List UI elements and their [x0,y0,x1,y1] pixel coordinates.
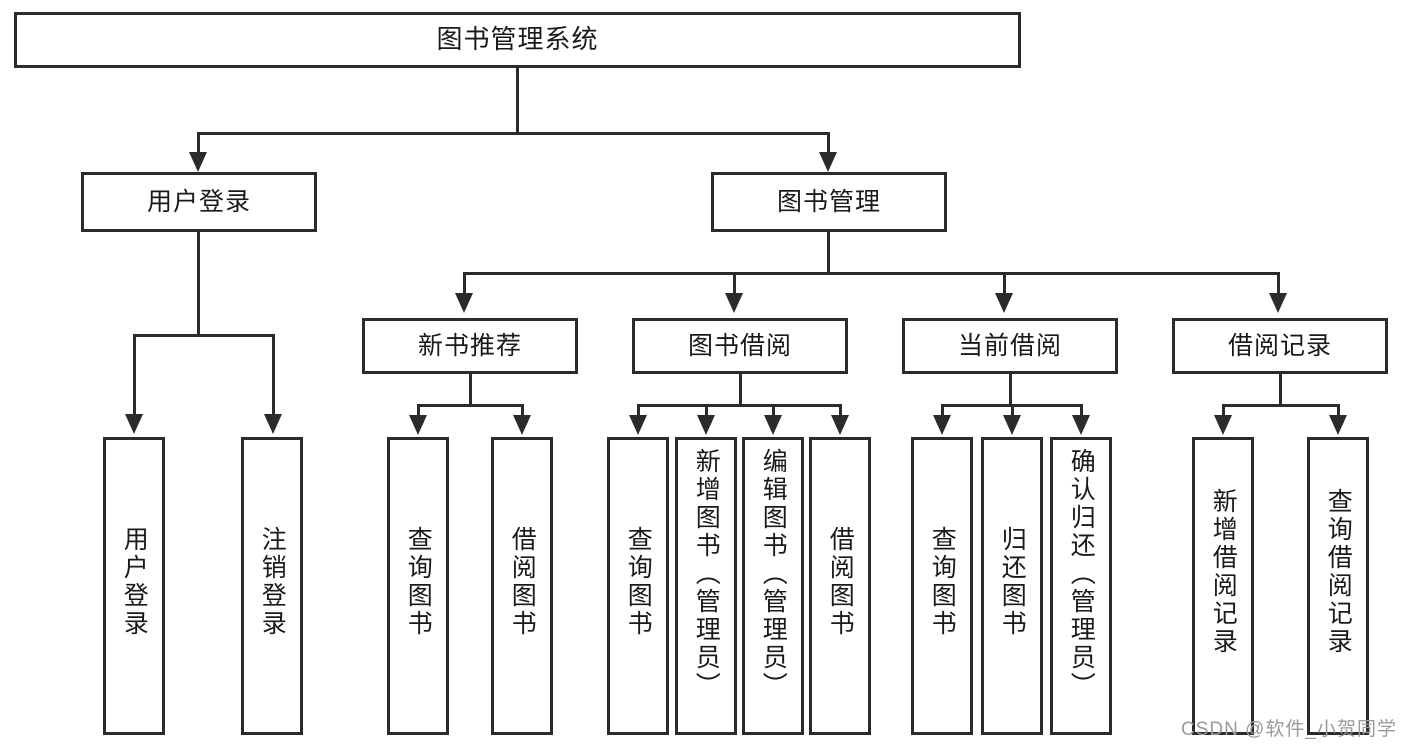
node-label: 借阅记录 [1227,331,1332,360]
leaf-query-book-recommend[interactable]: 查询图书 [387,437,449,735]
arrowhead-recommend-1 [409,415,427,435]
connector-book-mgmt-stem [827,232,830,274]
leaf-label: 借阅图书 [508,526,537,638]
connector-root-stem [516,68,519,134]
leaf-add-borrow-record[interactable]: 新增借阅记录 [1192,437,1254,735]
leaf-label: 查询借阅记录 [1324,488,1353,656]
node-label: 当前借阅 [957,331,1062,360]
arrowhead-level3-3 [995,293,1013,313]
node-current-borrow[interactable]: 当前借阅 [902,318,1118,374]
leaf-label: 查询图书 [624,526,653,638]
connector-borrow-stem [739,374,742,406]
connector-level3-drop-3 [1003,272,1006,296]
connector-level2-drop-1 [197,132,200,156]
node-new-book-recommend[interactable]: 新书推荐 [362,318,578,374]
leaf-label: 借阅图书 [826,526,855,638]
arrowhead-level3-2 [725,293,743,313]
connector-level3-bus [463,272,1280,275]
node-root-system[interactable]: 图书管理系统 [14,12,1021,68]
leaf-label: 归还图书 [998,526,1027,638]
connector-level2-bus [197,132,829,135]
connector-current-drop-1 [941,404,944,418]
node-borrow-record[interactable]: 借阅记录 [1172,318,1388,374]
connector-level3-drop-4 [1277,272,1280,296]
connector-user-login-drop-2 [272,334,275,416]
arrowhead-current-1 [933,415,951,435]
connector-borrow-drop-1 [637,404,640,418]
connector-borrow-drop-3 [772,404,775,418]
leaf-user-login[interactable]: 用户登录 [103,437,165,735]
leaf-add-book-admin[interactable]: 新增图书（管理员） [675,437,737,735]
connector-recommend-bus [417,404,523,407]
arrowhead-record-1 [1214,415,1232,435]
connector-user-login-drop-1 [133,334,136,416]
connector-current-drop-2 [1011,404,1014,418]
node-book-borrow[interactable]: 图书借阅 [632,318,848,374]
leaf-return-book[interactable]: 归还图书 [981,437,1043,735]
leaf-logout[interactable]: 注销登录 [241,437,303,735]
leaf-borrow-book-recommend[interactable]: 借阅图书 [491,437,553,735]
connector-borrow-drop-2 [705,404,708,418]
leaf-label: 新增借阅记录 [1209,488,1238,656]
connector-level2-drop-2 [827,132,830,156]
connector-borrow-drop-4 [839,404,842,418]
connector-level3-drop-2 [733,272,736,296]
connector-level3-drop-1 [463,272,466,296]
connector-record-drop-2 [1337,404,1340,418]
connector-recommend-drop-1 [417,404,420,418]
node-label: 图书管理系统 [436,24,599,55]
arrowhead-borrow-4 [831,415,849,435]
leaf-label: 确认归还（管理员） [1067,448,1096,700]
arrowhead-borrow-2 [697,415,715,435]
arrowhead-recommend-2 [513,415,531,435]
arrowhead-level3-4 [1269,293,1287,313]
leaf-query-borrow-record[interactable]: 查询借阅记录 [1307,437,1369,735]
arrowhead-level2-1 [189,152,207,172]
leaf-label: 新增图书（管理员） [692,448,721,700]
leaf-label: 查询图书 [404,526,433,638]
connector-record-bus [1222,404,1339,407]
arrowhead-record-2 [1329,415,1347,435]
connector-user-login-stem [197,232,200,336]
connector-recommend-stem [469,374,472,406]
connector-record-drop-1 [1222,404,1225,418]
arrowhead-current-3 [1072,415,1090,435]
arrowhead-borrow-3 [764,415,782,435]
connector-record-stem [1279,374,1282,406]
connector-current-stem [1009,374,1012,406]
connector-recommend-drop-2 [521,404,524,418]
leaf-label: 用户登录 [120,526,149,638]
leaf-confirm-return-admin[interactable]: 确认归还（管理员） [1050,437,1112,735]
arrowhead-user-login-2 [264,414,282,434]
node-label: 图书借阅 [687,331,792,360]
connector-current-drop-3 [1080,404,1083,418]
node-book-management[interactable]: 图书管理 [711,172,947,232]
leaf-label: 查询图书 [928,526,957,638]
arrowhead-level2-2 [819,152,837,172]
node-label: 用户登录 [146,187,251,216]
leaf-query-book-borrow[interactable]: 查询图书 [607,437,669,735]
leaf-label: 编辑图书（管理员） [759,448,788,700]
leaf-edit-book-admin[interactable]: 编辑图书（管理员） [742,437,804,735]
leaf-label: 注销登录 [258,526,287,638]
connector-user-login-bus [133,334,275,337]
leaf-borrow-book[interactable]: 借阅图书 [809,437,871,735]
connector-borrow-bus [637,404,842,407]
arrowhead-level3-1 [455,293,473,313]
arrowhead-borrow-1 [629,415,647,435]
node-label: 图书管理 [776,187,881,216]
arrowhead-current-2 [1003,415,1021,435]
leaf-query-book-current[interactable]: 查询图书 [911,437,973,735]
node-label: 新书推荐 [417,331,522,360]
node-user-login[interactable]: 用户登录 [81,172,317,232]
arrowhead-user-login-1 [125,414,143,434]
